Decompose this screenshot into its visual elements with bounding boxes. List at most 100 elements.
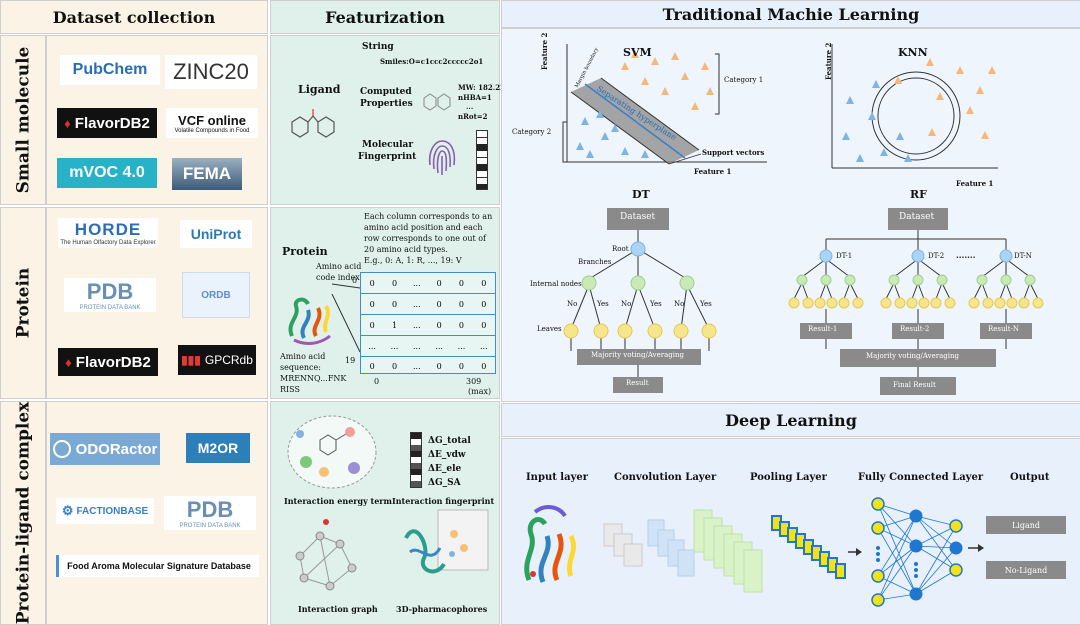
matrix-cell: 0 [369, 278, 375, 288]
matrix-cell: 0 [458, 278, 465, 288]
gpcrdb-bars-icon: ▮▮▮ [181, 353, 201, 367]
dt-leaves-label: Leaves [537, 325, 562, 333]
zinc20-logo: ZINC20 [165, 55, 257, 89]
protein-desc-line-1: Each column corresponds to an [364, 212, 493, 221]
dt-tree [563, 208, 717, 393]
matrix-cell: ... [413, 362, 421, 371]
dt-yes-label-2: Yes [650, 300, 662, 308]
rf-dtn-label: DT-N [1014, 252, 1032, 260]
computed-label-1: Computed [360, 87, 412, 97]
energy-term-total: ΔG_total [428, 436, 471, 446]
protein-structure-icon [288, 297, 331, 345]
vcf-online-logo: VCF online Volatile Compounds in Food [166, 108, 258, 138]
matrix-cell: 0 [458, 299, 465, 309]
aa-index-label-1: Amino acid [316, 262, 362, 271]
chili-icon: ♦ [65, 354, 72, 370]
matrix-cell: 0 [458, 362, 465, 371]
food-aroma-logo: Food Aroma Molecular Signature Database [56, 555, 259, 577]
dt-internal-label: Internal nodes [530, 280, 582, 288]
rf-title: RF [910, 188, 927, 201]
zinc20-logo-text: ZINC20 [173, 59, 249, 84]
dl-network-svg [603, 497, 984, 607]
svm-category1: Category 1 [724, 76, 764, 84]
bactionbase-logo: ⚙ FACTIONBASE [56, 498, 154, 524]
interaction-energy-label: Interaction energy term [284, 496, 392, 506]
matrix-row: 0 0 ... 0 0 0 [361, 294, 495, 315]
matrix-row: 0 0 ... 0 0 0 [361, 273, 495, 294]
matrix-col-index-0: 0 [374, 377, 380, 386]
matrix-cell: ... [435, 341, 443, 351]
uniprot-logo: UniProt [180, 220, 252, 248]
row-label-protein: Protein [0, 207, 46, 399]
pharmacophore-icon [404, 509, 489, 574]
protein-desc-line-3: row corresponds to one out of [364, 234, 486, 243]
matrix-cell: 0 [391, 362, 398, 371]
energy-term-sa: ΔG_SA [428, 478, 461, 488]
matrix-cell: 0 [458, 320, 465, 330]
rf-result2-label: Result-2 [900, 325, 930, 333]
matrix-cell: ... [390, 341, 399, 351]
fingerprint-icon [428, 140, 456, 175]
row-label-protein-text: Protein [13, 267, 34, 339]
fema-logo-text: FEMA [182, 164, 232, 183]
header-dataset-collection-text: Dataset collection [52, 7, 216, 27]
fingerprint-bitvector [476, 130, 488, 190]
row-label-complex: Protein-ligand complex [0, 401, 46, 625]
props-line-4: nRot=2 [458, 112, 488, 121]
header-traditional-ml-text: Traditional Machie Learning [662, 4, 920, 24]
header-deep-learning-text: Deep Learning [725, 410, 857, 430]
matrix-col-max: (max) [468, 387, 492, 396]
matrix-cell: ... [413, 299, 421, 309]
rf-voting-label: Majority voting/Averaging [866, 352, 959, 360]
rf-dots-label: ······· [956, 252, 976, 262]
matrix-cell: 0 [369, 320, 375, 330]
horde-logo: HORDE The Human Olfactory Data Explorer [58, 218, 158, 248]
dt-title: DT [632, 188, 650, 201]
matrix-cell: 1 [391, 320, 398, 330]
pdb-logo-complex-text: PDB [186, 497, 234, 522]
rf-result1-label: Result-1 [808, 325, 838, 333]
odoractor-logo: ODORactor [50, 433, 160, 465]
smiles-text: Smiles:O=c1ccc2ccccc2o1 [380, 57, 484, 66]
knn-feature2: Feature 2 [824, 42, 833, 80]
protein-arrow-lines [331, 283, 361, 353]
fema-logo: FEMA [172, 158, 242, 190]
output-ligand-text: Ligand [1011, 520, 1041, 530]
rf-resultn-label: Result-N [988, 325, 1020, 333]
dt-root-label: Root [612, 245, 629, 253]
knn-plot [831, 44, 998, 169]
header-deep-learning: Deep Learning [501, 403, 1080, 437]
svm-support-label: Support vectors [702, 148, 765, 157]
matrix-cell: ... [413, 341, 421, 351]
fingerprint-label-2: Fingerprint [358, 152, 417, 162]
header-featurization: Featurization [270, 0, 500, 34]
matrix-cell: ... [413, 278, 421, 288]
output-noligand-text: No-Ligand [1004, 565, 1048, 575]
dt-yes-label-3: Yes [700, 300, 712, 308]
matrix-row: 0 0 ... 0 0 0 [361, 357, 495, 376]
flavordb2-logo-small-molecule-text: FlavorDB2 [74, 114, 150, 132]
vcf-online-title: VCF online [178, 112, 246, 128]
pdb-logo-complex-subtitle: PROTEIN DATA BANK [179, 523, 241, 529]
m2or-logo-text: M2OR [197, 440, 239, 456]
rf-final-label: Final Result [893, 381, 936, 389]
chili-icon: ♦ [64, 115, 71, 131]
gpcrdb-logo: ▮▮▮ GPCRdb [178, 345, 256, 375]
header-featurization-text: Featurization [325, 7, 445, 27]
ligand-label: Ligand [298, 83, 341, 96]
rf-dt2-label: DT-2 [928, 252, 945, 260]
svm-feature1: Feature 1 [694, 167, 732, 176]
matrix-cell: 0 [436, 278, 442, 288]
uniprot-logo-text: UniProt [190, 226, 242, 242]
matrix-cell: 0 [369, 299, 375, 309]
matrix-cell: 0 [481, 278, 487, 288]
row-label-small-molecule: Small molecule [0, 35, 46, 205]
rf-dataset-label: Dataset [899, 212, 935, 222]
dt-yes-label-1: Yes [597, 300, 609, 308]
matrix-row: 0 1 ... 0 0 0 [361, 315, 495, 336]
dt-result-label: Result [626, 379, 649, 387]
svm-feature2: Feature 2 [540, 32, 549, 70]
flavordb2-logo-protein: ♦ FlavorDB2 [58, 348, 158, 376]
dt-no-label-3: No [674, 300, 685, 308]
matrix-cell: 0 [436, 320, 442, 330]
